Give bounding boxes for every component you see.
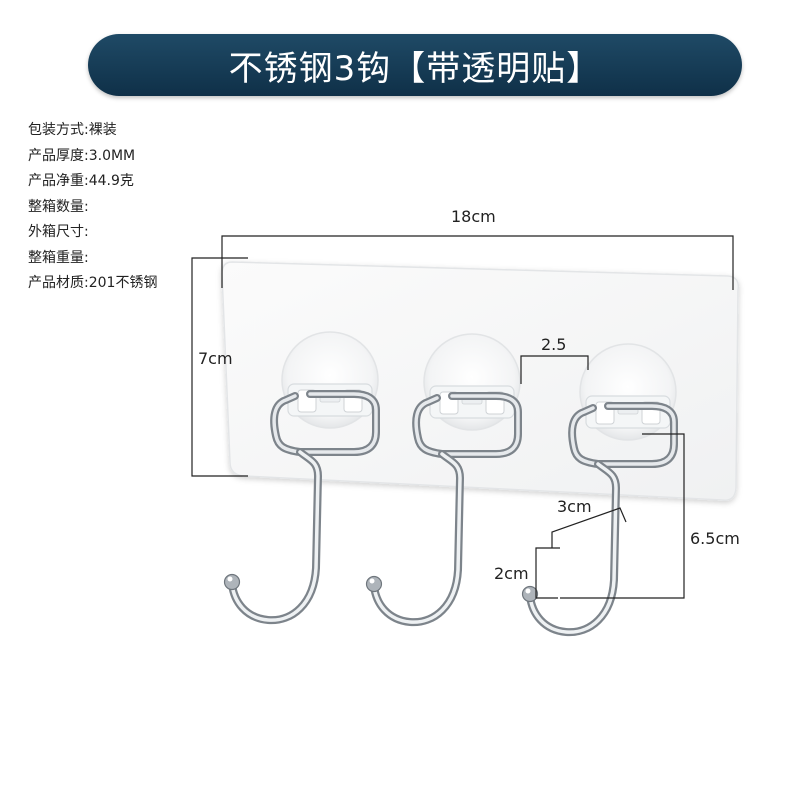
spec-carton-quantity: 整箱数量:: [28, 198, 89, 215]
dimension-hook-depth-label: 2cm: [494, 564, 529, 583]
spec-carton-weight: 整箱重量:: [28, 249, 89, 266]
spec-net-weight: 产品净重:44.9克: [28, 173, 134, 189]
spec-packaging: 包装方式:裸装: [28, 122, 117, 138]
dimension-spacing-line: [520, 355, 589, 384]
dimension-hook-width-line: [551, 507, 627, 548]
spec-list: 包装方式:裸装 产品厚度:3.0MM 产品净重:44.9克 整箱数量: 外箱尺寸…: [28, 118, 157, 297]
dimension-hook-length-line: [560, 433, 685, 599]
spec-thickness: 产品厚度:3.0MM: [28, 147, 136, 164]
page-title: 不锈钢3钩【带透明贴】: [228, 48, 602, 89]
dimension-width-line: [221, 235, 734, 290]
dimension-hook-width-label: 3cm: [557, 497, 592, 516]
title-banner: 不锈钢3钩【带透明贴】: [88, 34, 742, 96]
dimension-hook-length-label: 6.5cm: [690, 529, 740, 548]
spec-material: 产品材质:201不锈钢: [28, 275, 158, 291]
dimension-spacing-label: 2.5: [541, 335, 567, 354]
dimension-height-label: 7cm: [198, 349, 233, 368]
dimension-height-line: [191, 257, 248, 477]
dimension-lines: [191, 235, 734, 599]
spec-carton-size: 外箱尺寸:: [28, 224, 89, 240]
dimension-hook-depth-line: [535, 547, 560, 599]
dimension-width-label: 18cm: [451, 207, 496, 226]
